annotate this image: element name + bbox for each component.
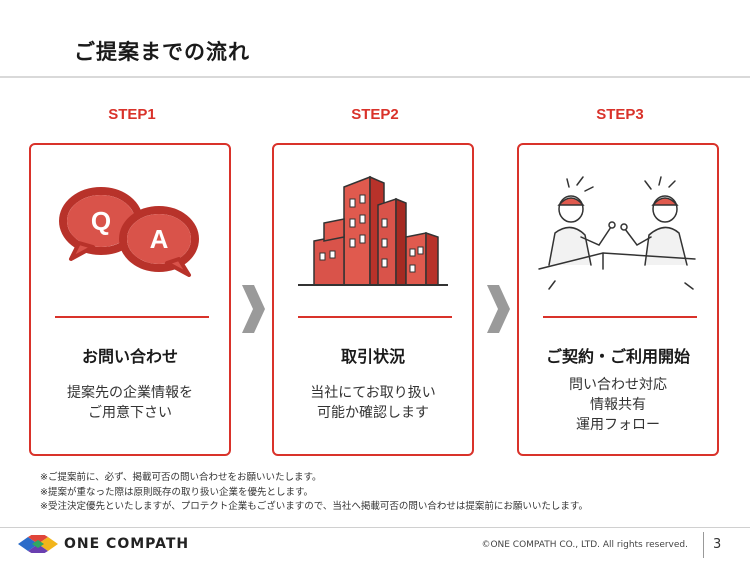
qa-letter-q: Q [91,206,111,236]
step2-label: STEP2 [351,106,399,123]
chevron-right-icon [487,285,510,333]
step3-card: ご契約・ご利用開始 問い合わせ対応 情報共有 運用フォロー [517,143,719,456]
step3-divider [543,316,697,318]
step1-heading: お問い合わせ [81,347,178,366]
chevron-right-icon [242,285,265,333]
step3-label: STEP3 [596,106,644,123]
footer-divider [0,527,750,528]
logo-mark-icon [18,535,58,553]
qa-letter-a: A [150,224,169,254]
step1-card: Q A お問い合わせ 提案先の企業情報を ご用意下さい [29,143,231,456]
page-number-divider [703,532,704,558]
note-line: ※受注決定優先といたしますが、プロテクト企業もございますので、当社へ掲載可否の問… [40,501,588,512]
step1-label: STEP1 [108,106,156,123]
page-title: ご提案までの流れ [74,40,250,64]
page-number: 3 [713,537,722,552]
step2-description: 当社にてお取り扱い 可能か確認します [310,385,436,421]
title-divider [0,76,750,78]
step1-divider [55,316,209,318]
step2-divider [298,316,452,318]
logo-text: ONE COMPATH [64,536,190,552]
step2-card: 取引状況 当社にてお取り扱い 可能か確認します [272,143,474,456]
company-logo: ONE COMPATH [18,535,189,553]
handshake-icon [538,176,696,290]
step3-description: 問い合わせ対応 情報共有 運用フォロー [569,377,667,433]
step3-heading: ご契約・ご利用開始 [545,347,690,366]
qa-bubbles-icon: Q A [59,187,199,277]
building-icon [298,175,448,286]
note-line: ※ご提案前に、必ず、掲載可否の問い合わせをお願いいたします。 [40,472,322,483]
step2-heading: 取引状況 [340,347,405,366]
notes: ※ご提案前に、必ず、掲載可否の問い合わせをお願いいたします。 ※提案が重なった際… [40,471,588,515]
note-line: ※提案が重なった際は原則既存の取り扱い企業を優先とします。 [40,486,314,498]
copyright: ©ONE COMPATH CO., LTD. All rights reserv… [481,540,688,550]
step1-description: 提案先の企業情報を ご用意下さい [67,385,193,421]
